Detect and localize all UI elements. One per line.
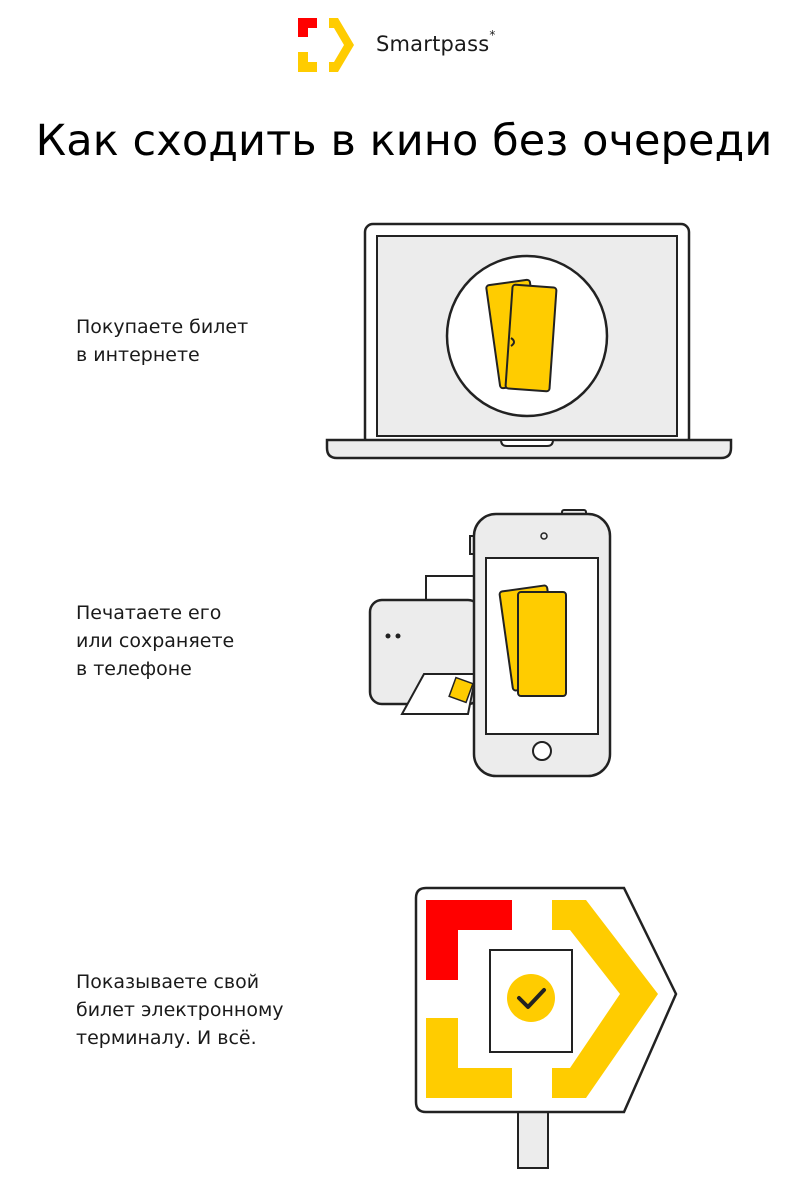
step-3-line-2: билет электронному	[76, 999, 284, 1021]
step-1-line-2: в интернете	[76, 344, 200, 366]
page-title: Как сходить в кино без очереди	[35, 116, 773, 166]
phone-icon	[469, 509, 612, 778]
brand-logo: Smartpass*	[298, 18, 558, 74]
step-3-line-3: терминалу. И всё.	[76, 1027, 257, 1049]
smartpass-logo-icon	[298, 18, 354, 72]
ticket-icon	[485, 278, 558, 393]
step-2-text: Печатаете его или сохраняете в телефоне	[76, 599, 234, 683]
step-2-line-2: или сохраняете	[76, 630, 235, 652]
printer-phone-illustration	[366, 508, 626, 784]
terminal-illustration	[414, 886, 680, 1176]
step-3-line-1: Показываете свой	[76, 971, 260, 993]
step-2-line-3: в телефоне	[76, 658, 192, 680]
step-2-line-1: Печатаете его	[76, 602, 222, 624]
checkmark-icon	[507, 974, 555, 1022]
laptop-illustration	[325, 222, 733, 466]
step-1-text: Покупаете билет в интернете	[76, 313, 248, 369]
step-1-line-1: Покупаете билет	[76, 316, 249, 338]
step-3-text: Показываете свой билет электронному терм…	[76, 968, 284, 1052]
brand-name: Smartpass*	[376, 28, 496, 56]
printer-icon	[368, 575, 482, 715]
ticket-icon	[498, 584, 567, 697]
